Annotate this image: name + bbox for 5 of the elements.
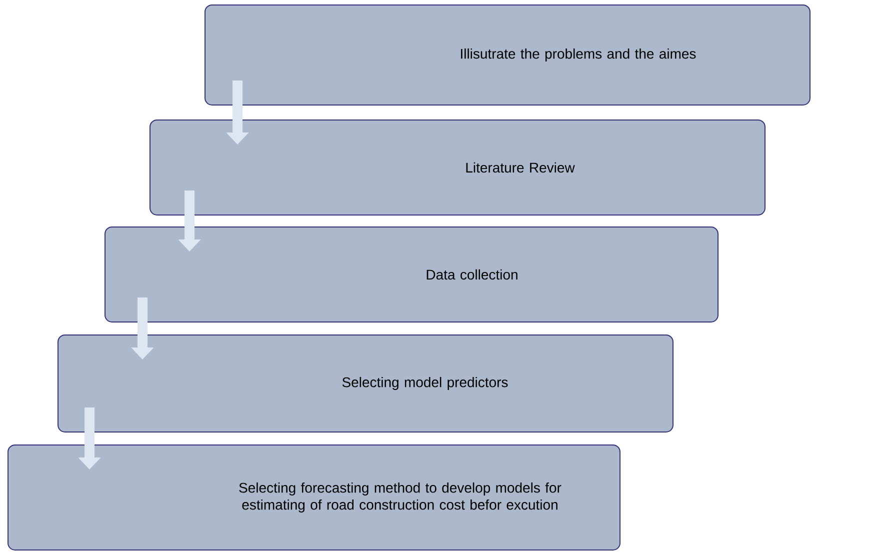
process-box: Data collection	[104, 226, 718, 322]
process-box: Illisutrate the problems and the aimes	[204, 4, 810, 106]
process-box: Selecting forecasting method to develop models for estimating of road construction cost befor excution	[8, 444, 620, 550]
process-box: Selecting model predictors	[58, 334, 674, 432]
process-box: Literature Review	[150, 120, 766, 216]
